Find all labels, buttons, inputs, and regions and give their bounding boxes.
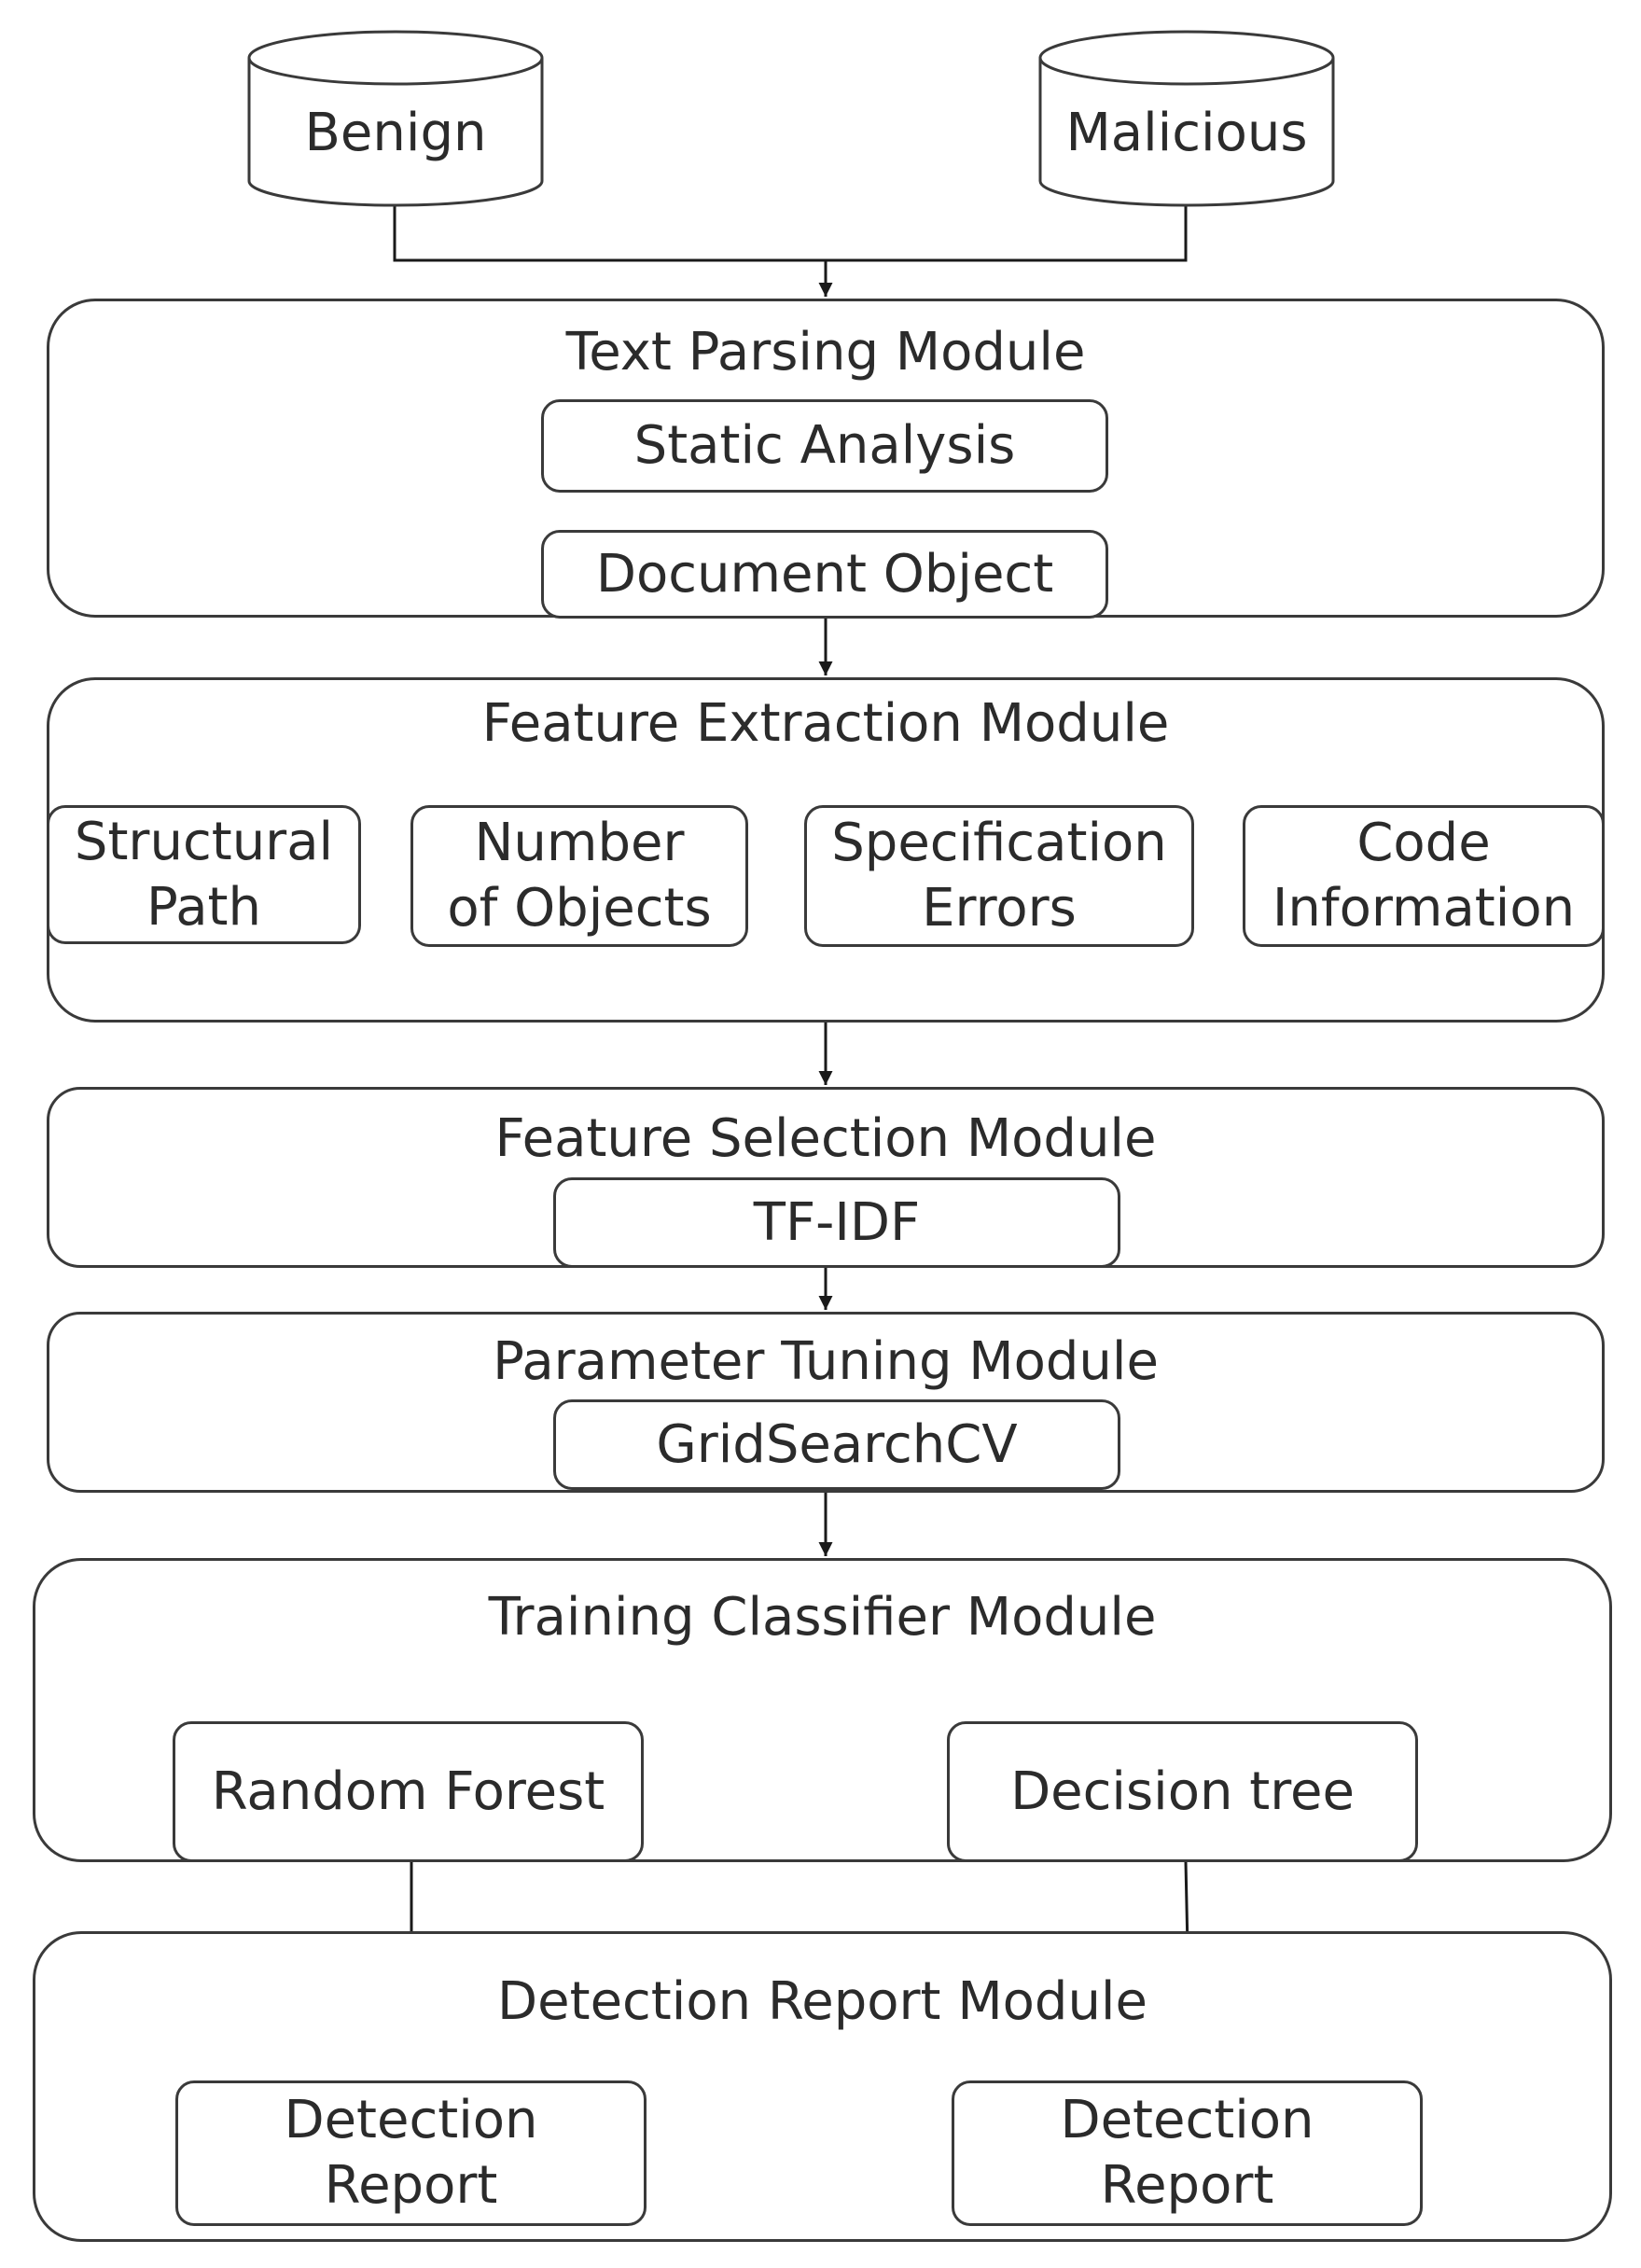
report-line-2: Report (324, 2155, 498, 2216)
feature-specification-errors: Specification Errors (804, 805, 1194, 947)
feature-line-2: of Objects (447, 878, 712, 939)
feature-line-1: Code (1356, 813, 1491, 873)
feature-structural-path: Structural Path (47, 805, 361, 944)
report-line-2: Report (1100, 2155, 1274, 2216)
feature-line-2: Path (146, 876, 262, 938)
feature-extraction-title: Feature Extraction Module (481, 693, 1170, 754)
detection-report-rf: Detection Report (175, 2080, 647, 2226)
detection-report-dt: Detection Report (952, 2080, 1423, 2226)
decision-tree-classifier: Decision tree (947, 1721, 1418, 1862)
report-line-1: Detection (1060, 2090, 1314, 2150)
feature-number-of-objects: Number of Objects (410, 805, 748, 947)
malicious-database-icon (1038, 30, 1335, 207)
benign-label: Benign (304, 103, 487, 163)
random-forest-classifier: Random Forest (173, 1721, 644, 1862)
static-analysis-step: Static Analysis (541, 399, 1108, 493)
feature-line-2: Errors (922, 878, 1077, 939)
text-parsing-title: Text Parsing Module (565, 322, 1086, 383)
feature-line-2: Information (1272, 878, 1576, 939)
gridsearchcv-method: GridSearchCV (553, 1399, 1120, 1490)
report-line-1: Detection (284, 2090, 538, 2150)
document-object-step: Document Object (541, 530, 1108, 619)
merge-line (393, 203, 1188, 262)
feature-selection-title: Feature Selection Module (494, 1108, 1157, 1169)
training-classifier-title: Training Classifier Module (488, 1587, 1157, 1648)
tf-idf-method: TF-IDF (553, 1177, 1120, 1268)
benign-database-icon (247, 30, 544, 207)
malicious-label: Malicious (1065, 103, 1308, 163)
feature-line-1: Specification (831, 813, 1167, 873)
feature-line-1: Structural (74, 811, 334, 872)
feature-code-information: Code Information (1243, 805, 1605, 947)
feature-line-1: Number (474, 813, 685, 873)
parameter-tuning-title: Parameter Tuning Module (493, 1331, 1159, 1392)
detection-report-title: Detection Report Module (497, 1971, 1147, 2032)
